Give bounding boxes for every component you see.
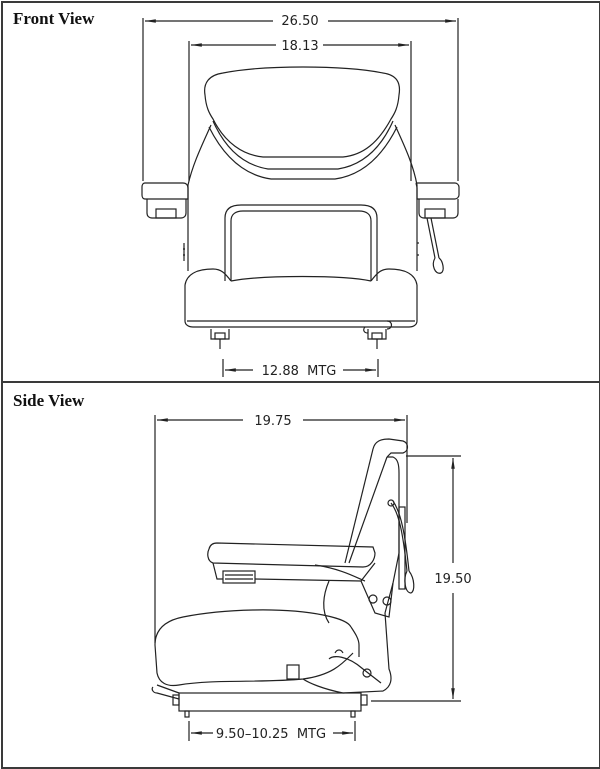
front-view-title: Front View <box>13 9 95 28</box>
side-view-panel: Side View <box>3 383 599 767</box>
overall-width-dimension: 26.50 <box>281 14 318 29</box>
front-view-panel: Front View <box>3 3 599 383</box>
side-view-title: Side View <box>13 391 85 410</box>
side-mounting-dimension: 9.50–10.25 MTG <box>216 727 326 742</box>
overall-depth-dimension: 19.75 <box>254 414 291 429</box>
seat-width-dimension: 18.13 <box>281 39 318 54</box>
side-view-drawing: 19.75 19.50 9.50–10.25 MTG <box>151 414 472 742</box>
front-mounting-dimension: 12.88 MTG <box>262 364 337 379</box>
front-view-drawing: 26.50 18.13 12.88 MTG <box>141 14 460 379</box>
overall-height-dimension: 19.50 <box>434 572 471 587</box>
